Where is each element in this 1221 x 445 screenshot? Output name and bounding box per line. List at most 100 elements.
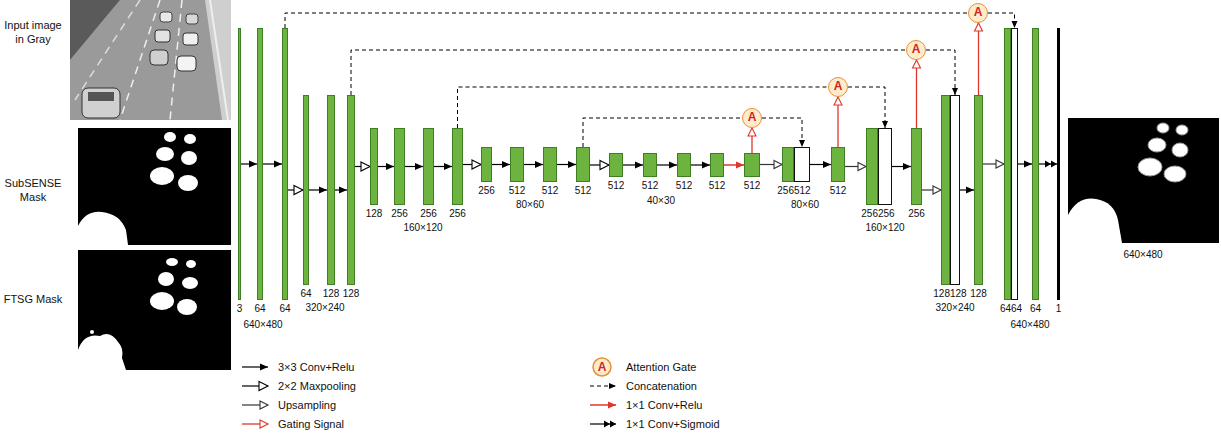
layer-bar-shape [794, 147, 810, 182]
attention-gate: A [968, 3, 988, 23]
channel-count: 128 [950, 288, 967, 300]
layer-bar: 256 [481, 147, 492, 182]
down-connector [926, 50, 955, 95]
layer-bar: 256 [452, 128, 463, 205]
layer-bar-shape [866, 128, 878, 205]
input-image [70, 0, 231, 120]
resolution-label: 640×480 [243, 318, 282, 331]
channel-count: 512 [744, 180, 761, 192]
layer-bar: 256 [911, 128, 922, 205]
conv-connector [309, 189, 327, 190]
channel-count: 64 [279, 303, 290, 315]
layer-bar-shape [543, 147, 557, 182]
channel-count: 3 [237, 303, 243, 315]
up-connector [845, 166, 866, 167]
layer-bar: 128 [347, 95, 355, 285]
channel-count: 128 [366, 208, 383, 220]
skip-connector [351, 50, 906, 95]
gate-connector [978, 23, 979, 95]
conv-connector [263, 163, 282, 164]
layer-bar: 128 [327, 95, 335, 285]
layer-bar-shape [370, 128, 378, 205]
layer-bar: 128 [950, 95, 960, 285]
pool-connector [355, 166, 370, 167]
channel-count: 128 [343, 288, 360, 300]
layer-bar-shape [510, 147, 524, 182]
layer-bar: 256 [782, 147, 794, 182]
legend-text: Attention Gate [626, 360, 696, 374]
legend-sample [242, 405, 268, 406]
sig-connector [1039, 163, 1057, 164]
channel-count: 512 [509, 185, 526, 197]
conv-connector [434, 166, 452, 167]
attention-gate: A [742, 108, 762, 128]
layer-bar: 512 [710, 153, 724, 177]
layer-bar-shape [643, 153, 657, 177]
down-connector [988, 13, 1015, 28]
legend-text: Gating Signal [278, 417, 344, 431]
legend-text: 1×1 Conv+Sigmoid [626, 417, 720, 431]
resolution-label: 160×120 [865, 221, 904, 234]
layer-bar-shape [327, 95, 335, 285]
image-caption: SubSENSE Mask [2, 176, 64, 204]
layer-bar: 128 [370, 128, 378, 205]
ftsg-mask [78, 250, 231, 370]
conv-connector [241, 163, 257, 164]
conv-connector [892, 166, 911, 167]
conv-connector [691, 164, 710, 165]
resolution-label: 320×240 [935, 301, 974, 314]
conv-connector [492, 164, 510, 165]
channel-count: 512 [709, 180, 726, 192]
conv-connector [657, 164, 677, 165]
up-connector [760, 164, 782, 165]
channel-count: 512 [608, 180, 625, 192]
layer-bar: 256 [866, 128, 878, 205]
legend-sample [242, 424, 268, 425]
layer-bar: 512 [643, 153, 657, 177]
attention-gate: A [906, 40, 926, 60]
output-mask [1068, 118, 1219, 243]
layer-bar-shape [1004, 28, 1011, 300]
legend-gate-letter: A [598, 360, 607, 375]
conv-connector [335, 189, 347, 190]
resolution-label: 80×60 [791, 198, 819, 211]
layer-bar-shape [452, 128, 463, 205]
conv-connector [960, 189, 974, 190]
channel-count: 256 [908, 208, 925, 220]
legend-text: 3×3 Conv+Relu [278, 360, 354, 374]
legend-sample [242, 367, 268, 368]
channel-count: 64 [1011, 303, 1022, 315]
layer-bar: 256 [878, 128, 892, 205]
channel-count: 64 [1000, 303, 1011, 315]
gate-connector [751, 128, 752, 153]
channel-count: 256 [478, 185, 495, 197]
layer-bar-shape [257, 28, 263, 300]
gate-letter: A [748, 110, 757, 124]
conv-connector [378, 166, 394, 167]
layer-bar-shape [394, 128, 405, 205]
layer-bar-shape [782, 147, 794, 182]
skip-connector [285, 13, 968, 28]
pool-connector [590, 164, 609, 165]
layer-bar: 256 [423, 128, 434, 205]
resolution-label: 640×480 [1010, 318, 1049, 331]
layer-bar-shape [423, 128, 434, 205]
layer-bar: 64 [1032, 28, 1039, 300]
legend-text: 1×1 Conv+Relu [626, 398, 702, 412]
legend-text: Upsampling [278, 398, 336, 412]
layer-bar-shape [710, 153, 724, 177]
layer-bar: 128 [941, 95, 950, 285]
layer-bar: 3 [238, 28, 241, 300]
down-connector [848, 87, 885, 128]
layer-bar-shape [238, 28, 241, 300]
image-caption: FTSG Mask [2, 292, 64, 306]
layer-bar: 512 [831, 147, 845, 182]
channel-count: 128 [323, 288, 340, 300]
channel-count: 1 [1056, 303, 1062, 315]
layer-bar-shape [878, 128, 892, 205]
layer-bar: 512 [794, 147, 810, 182]
layer-bar-shape [950, 95, 960, 285]
legend-sample [242, 386, 268, 387]
red-connector [724, 164, 744, 166]
channel-count: 256 [878, 208, 895, 220]
